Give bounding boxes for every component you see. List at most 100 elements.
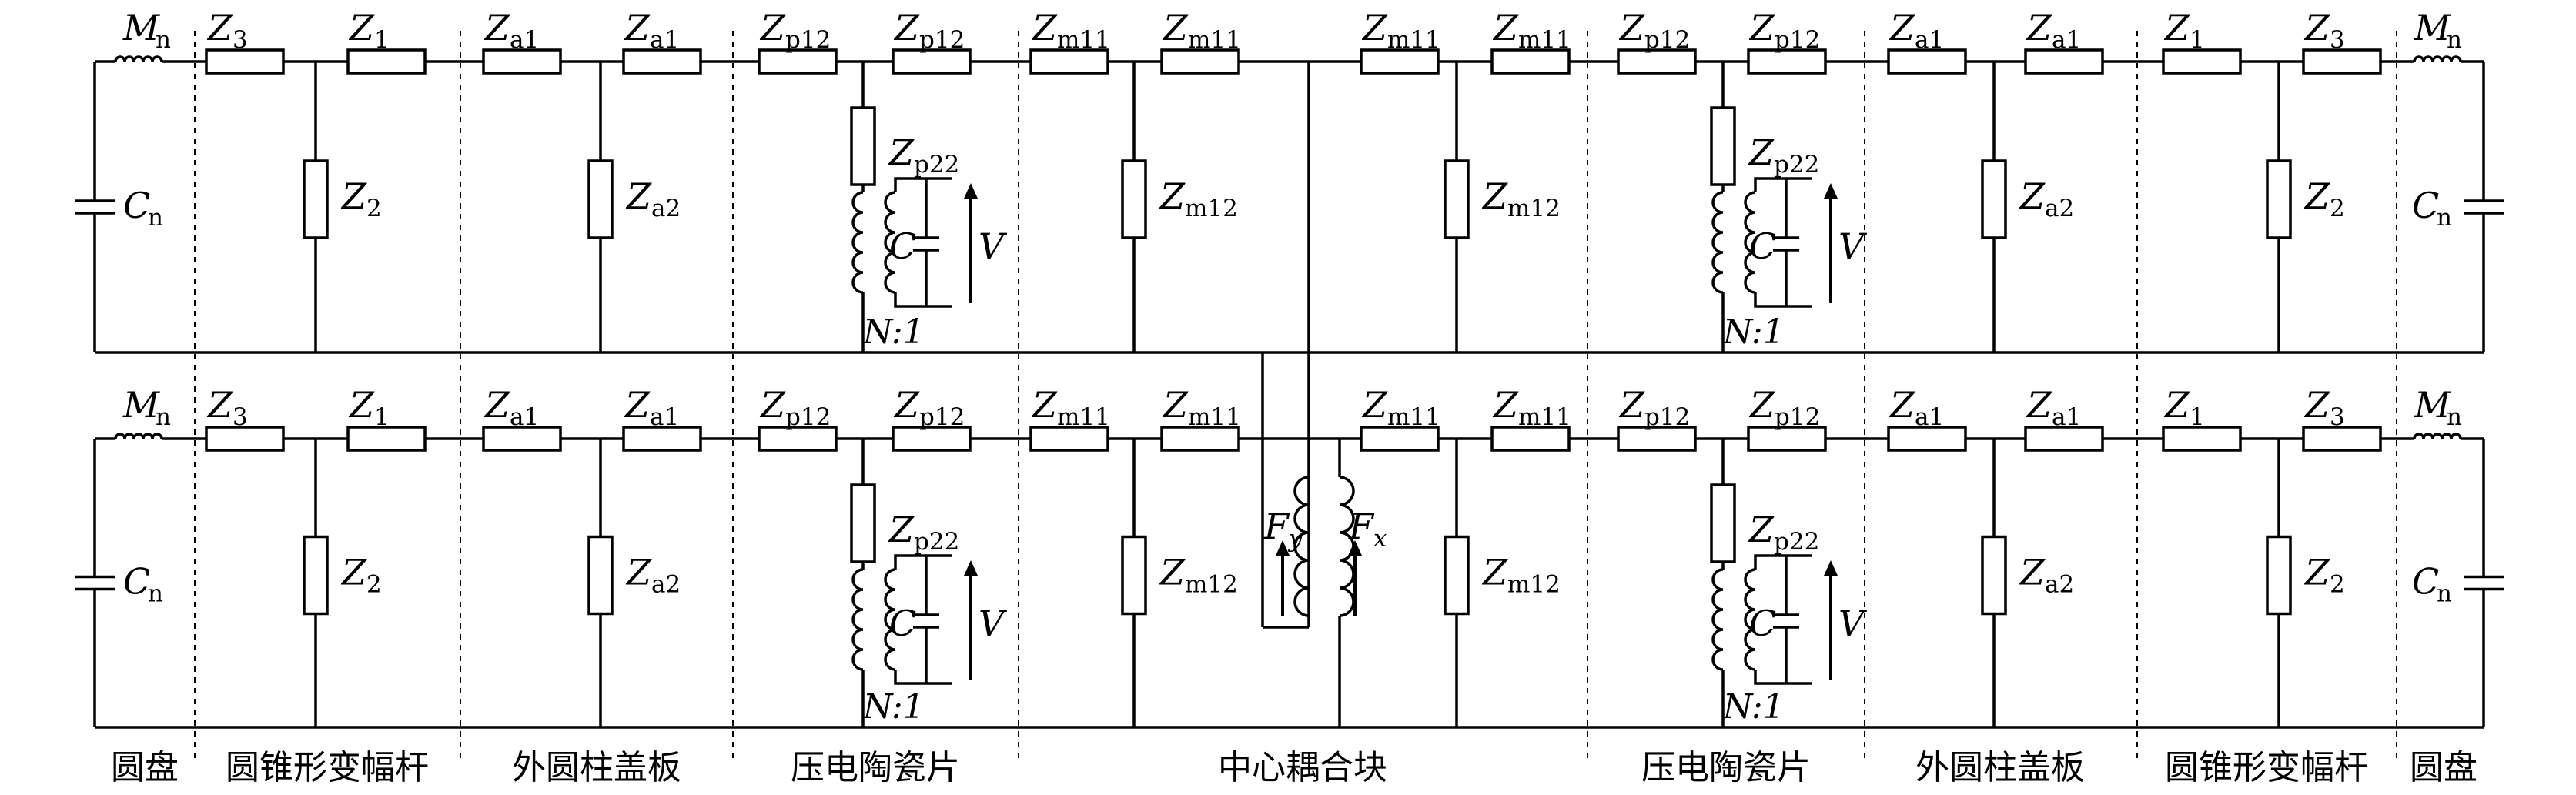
bottom-za1-right-b-symbol: Z (2026, 384, 2052, 426)
top-z1-left-symbol: Z (348, 7, 375, 48)
section-labels: 圆盘圆锥形变幅杆外圆柱盖板压电陶瓷片中心耦合块压电陶瓷片外圆柱盖板圆锥形变幅杆圆… (111, 748, 2477, 787)
bottom-zm12-left-subscript: m12 (1185, 571, 1238, 599)
top-zm12-right-symbol: Z (1481, 175, 1508, 217)
bottom-zm12-left-symbol: Z (1159, 552, 1186, 593)
bottom-piezo-left-transformer-secondary-lead (894, 670, 926, 685)
bottom-piezo-right-transformer-secondary-lead (1754, 670, 1786, 685)
top-piezo-right-v-label-symbol: V (1838, 225, 1868, 267)
top-piezo-left-zp22-symbol: Z (888, 132, 915, 173)
bottom-zm12-right-resistor (1444, 535, 1470, 616)
top-za1-left-b-subscript: a1 (650, 26, 679, 54)
bottom-zm11-left-b-subscript: m11 (1188, 403, 1241, 431)
bottom-z1-left-symbol: Z (348, 384, 375, 426)
top-right-mn-coil (2413, 55, 2462, 62)
top-right-cn-capacitor (2462, 199, 2505, 215)
coupling-fx-symbol: F (1348, 506, 1375, 547)
top-z1-right-resistor (2162, 48, 2242, 75)
top-zm11-left-b-subscript: m11 (1188, 26, 1241, 54)
bottom-piezo-left-zp22-subscript: p22 (914, 528, 959, 556)
bottom-zm11-right-b-resistor (1490, 426, 1571, 452)
bottom-piezo-right-zp22-resistor (1710, 483, 1736, 563)
bottom-z3-left-resistor (205, 426, 285, 452)
wires (93, 60, 2485, 729)
coupling-fx-subscript: x (1373, 525, 1387, 553)
top-zm11-left-b-symbol: Z (1162, 7, 1189, 48)
bottom-za2-left-resistor (587, 535, 614, 616)
bottom-left-mn-symbol: M (122, 384, 161, 426)
top-piezo-right-zp22-subscript: p22 (1774, 151, 1819, 179)
bottom-z3-right-symbol: Z (2303, 384, 2330, 426)
bottom-piezo-right-transformer-capacitor (1771, 613, 1801, 629)
top-piezo-right-transformer-secondary-lead (1754, 177, 1786, 192)
bottom-za2-left-symbol: Z (625, 552, 652, 593)
top-z3-right-symbol: Z (2303, 7, 2330, 48)
top-zp12-right-b-subscript: p12 (1775, 26, 1820, 54)
capacitor-gap (73, 201, 116, 213)
bottom-zm11-left-a-symbol: Z (1031, 384, 1058, 426)
top-zm12-left-subscript: m12 (1185, 195, 1238, 222)
bottom-right-mn-subscript: n (2447, 403, 2462, 431)
bottom-zm12-right-symbol: Z (1481, 552, 1508, 593)
top-za1-left-b-resistor (622, 48, 702, 75)
top-z1-left-resistor (346, 48, 427, 75)
top-piezo-left-transformer-secondary-lead (894, 292, 926, 308)
bottom-piezo-left-zp22-resistor (850, 483, 876, 563)
bottom-piezo-right-turns-ratio: N:1 (1722, 687, 1785, 727)
section-label: 外圆柱盖板 (1915, 748, 2085, 787)
bottom-z2-left-resistor (303, 535, 329, 616)
section-label: 压电陶瓷片 (1641, 748, 1811, 787)
bottom-zm11-left-b-resistor (1160, 426, 1240, 452)
bottom-zp12-left-a-symbol: Z (759, 384, 786, 426)
coupling-fx-arrow (1348, 540, 1362, 616)
bottom-piezo-left-turns-ratio: N:1 (862, 687, 925, 727)
bottom-za2-left-subscript: a2 (651, 571, 681, 599)
top-zm11-right-a-subscript: m11 (1387, 26, 1440, 54)
bottom-piezo-left-transformer-capacitor (912, 613, 941, 629)
top-z3-right-resistor (2302, 48, 2382, 75)
top-right-cn-subscript: n (2437, 204, 2452, 232)
bottom-zm11-left-b-symbol: Z (1162, 384, 1189, 426)
top-z3-left-resistor (205, 48, 285, 75)
bottom-za1-left-a-resistor (482, 426, 562, 452)
top-zm12-left-resistor (1121, 159, 1147, 239)
bottom-za1-right-a-resistor (1887, 426, 1967, 452)
top-zp12-right-a-resistor (1617, 48, 1697, 75)
bottom-za1-left-a-symbol: Z (483, 384, 510, 426)
bottom-right-cn-capacitor (2462, 575, 2505, 591)
top-piezo-right-transformer-secondary-coil (1744, 191, 1756, 294)
top-z2-right-resistor (2266, 159, 2292, 239)
top-right-mn-symbol: M (2414, 7, 2452, 48)
bottom-za1-right-a-subscript: a1 (1915, 403, 1944, 431)
bottom-piezo-right-transformer-primary-coil (1711, 568, 1724, 671)
bottom-zp12-right-b-subscript: p12 (1775, 403, 1820, 431)
top-piezo-left-transformer-voltage-arrow (964, 183, 978, 303)
bottom-zp12-left-a-subscript: p12 (785, 403, 831, 431)
top-za2-left-symbol: Z (625, 175, 652, 217)
top-zm11-right-a-resistor (1360, 48, 1440, 75)
bottom-right-cn-symbol: C (2412, 561, 2439, 603)
section-label: 圆盘 (111, 748, 179, 787)
bottom-piezo-right-zp22-symbol: Z (1748, 509, 1775, 550)
top-left-mn-coil (114, 55, 163, 62)
bottom-z2-right-subscript: 2 (2330, 571, 2345, 599)
top-zm11-right-b-resistor (1490, 48, 1571, 75)
top-za1-left-a-symbol: Z (483, 7, 510, 48)
top-zp12-left-a-resistor (758, 48, 838, 75)
bottom-z1-right-symbol: Z (2163, 384, 2190, 426)
top-za1-right-b-symbol: Z (2026, 7, 2052, 48)
top-zp12-right-a-symbol: Z (1618, 7, 1645, 48)
bottom-left-mn-subscript: n (156, 403, 171, 431)
coupling-fy-coil (1293, 476, 1310, 617)
bottom-za2-right-resistor (1981, 535, 2007, 616)
bottom-za2-right-subscript: a2 (2045, 571, 2074, 599)
top-z3-left-symbol: Z (206, 7, 233, 48)
bottom-zp12-right-a-subscript: p12 (1644, 403, 1690, 431)
bottom-zm11-left-a-resistor (1029, 426, 1109, 452)
top-zp12-right-a-subscript: p12 (1644, 26, 1690, 54)
bottom-z2-left-symbol: Z (340, 552, 367, 593)
bottom-z1-left-resistor (346, 426, 427, 452)
bottom-zp12-right-a-resistor (1617, 426, 1697, 452)
bottom-zp12-right-b-resistor (1747, 426, 1827, 452)
capacitor-gap (73, 576, 116, 590)
